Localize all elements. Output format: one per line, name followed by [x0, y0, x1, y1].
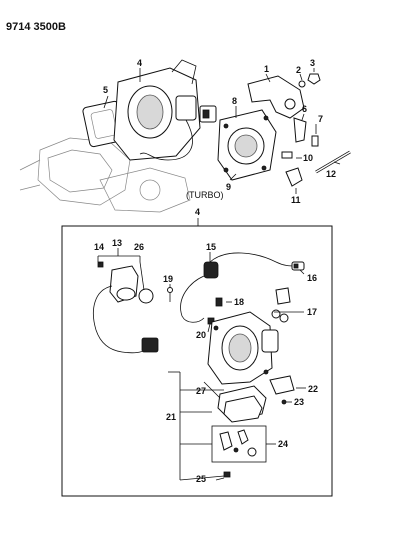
callout-9: 9	[226, 182, 231, 192]
callout-12: 12	[326, 169, 336, 179]
callout-16: 16	[307, 273, 317, 283]
callout-14: 14	[94, 242, 104, 252]
turbo-caption: (TURBO)	[186, 190, 224, 200]
box-leaders	[99, 252, 306, 481]
bracket-1	[247, 75, 307, 143]
kit-24	[211, 425, 267, 463]
callout-17: 17	[307, 307, 317, 317]
callout-13: 13	[112, 238, 122, 248]
callout-3: 3	[310, 58, 315, 68]
callout-24: 24	[278, 439, 288, 449]
callout-7: 7	[318, 114, 323, 124]
callout-10: 10	[303, 153, 313, 163]
gasket-set	[217, 375, 295, 423]
box-reference-label: 4	[195, 207, 200, 217]
screw-25	[223, 471, 231, 478]
callout-6: 6	[302, 104, 307, 114]
diagram-code: 9714 3500B	[6, 21, 66, 33]
callout-20: 20	[196, 330, 206, 340]
adapter-8-9	[217, 109, 277, 181]
throttle-body-top	[113, 59, 217, 161]
callout-15: 15	[206, 242, 216, 252]
callout-23: 23	[294, 397, 304, 407]
isc-motor	[93, 261, 159, 354]
callout-11: 11	[291, 195, 301, 205]
small-parts-top	[281, 73, 351, 187]
throttle-position-sensor	[180, 252, 305, 323]
bracket-13	[97, 248, 141, 262]
top-leaders	[103, 68, 341, 194]
callout-1: 1	[264, 64, 269, 74]
engine-block-ghost	[19, 137, 191, 213]
callout-25: 25	[196, 474, 206, 484]
callout-26: 26	[134, 242, 144, 252]
callout-21: 21	[166, 412, 176, 422]
callout-19: 19	[163, 274, 173, 284]
throttle-body-box	[207, 311, 279, 385]
callout-2: 2	[296, 65, 301, 75]
callout-27: 27	[196, 386, 206, 396]
callout-18: 18	[234, 297, 244, 307]
detail-box	[61, 225, 333, 497]
callout-22: 22	[308, 384, 318, 394]
callout-8: 8	[232, 96, 237, 106]
callout-5: 5	[103, 85, 108, 95]
small-fasteners-box	[167, 287, 291, 325]
callout-4-top: 4	[137, 58, 142, 68]
